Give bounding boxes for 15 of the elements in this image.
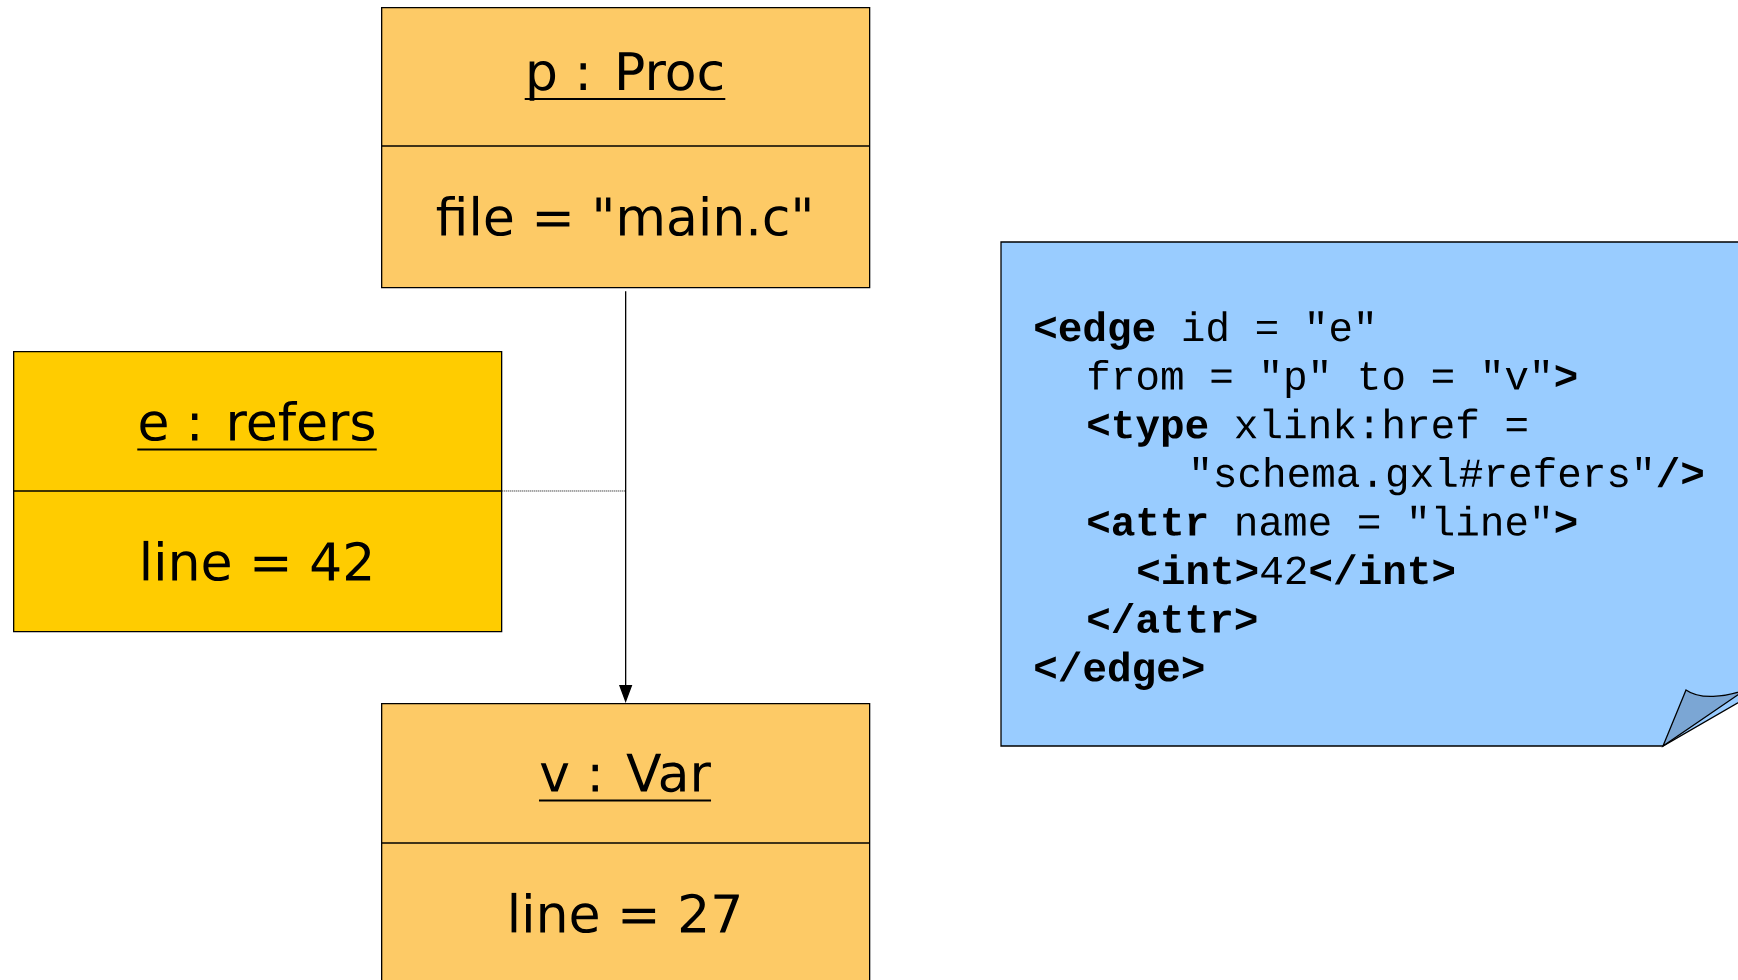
- object-name: e : refers: [136, 400, 378, 451]
- leader-line: [501, 490, 626, 492]
- attribute-text: line = 42: [143, 540, 371, 582]
- code-line: </edge>: [1035, 651, 1204, 690]
- code-line: <type xlink:href =: [1088, 408, 1527, 447]
- code-line: "schema.gxl#refers"/>: [1193, 457, 1703, 496]
- code-line: <int>42</int>: [1138, 554, 1454, 585]
- code-line: from = "p" to = "v">: [1088, 359, 1577, 399]
- object-name: p : Proc: [523, 52, 727, 101]
- code-line: </attr>: [1088, 602, 1257, 633]
- code-line: <edge id = "e": [1035, 311, 1373, 350]
- object-name: v : Var: [538, 753, 713, 802]
- attribute-text: file = "main.c": [436, 195, 810, 237]
- code-line: <attr name = "line">: [1088, 505, 1577, 536]
- attribute-text: line = 27: [511, 892, 739, 934]
